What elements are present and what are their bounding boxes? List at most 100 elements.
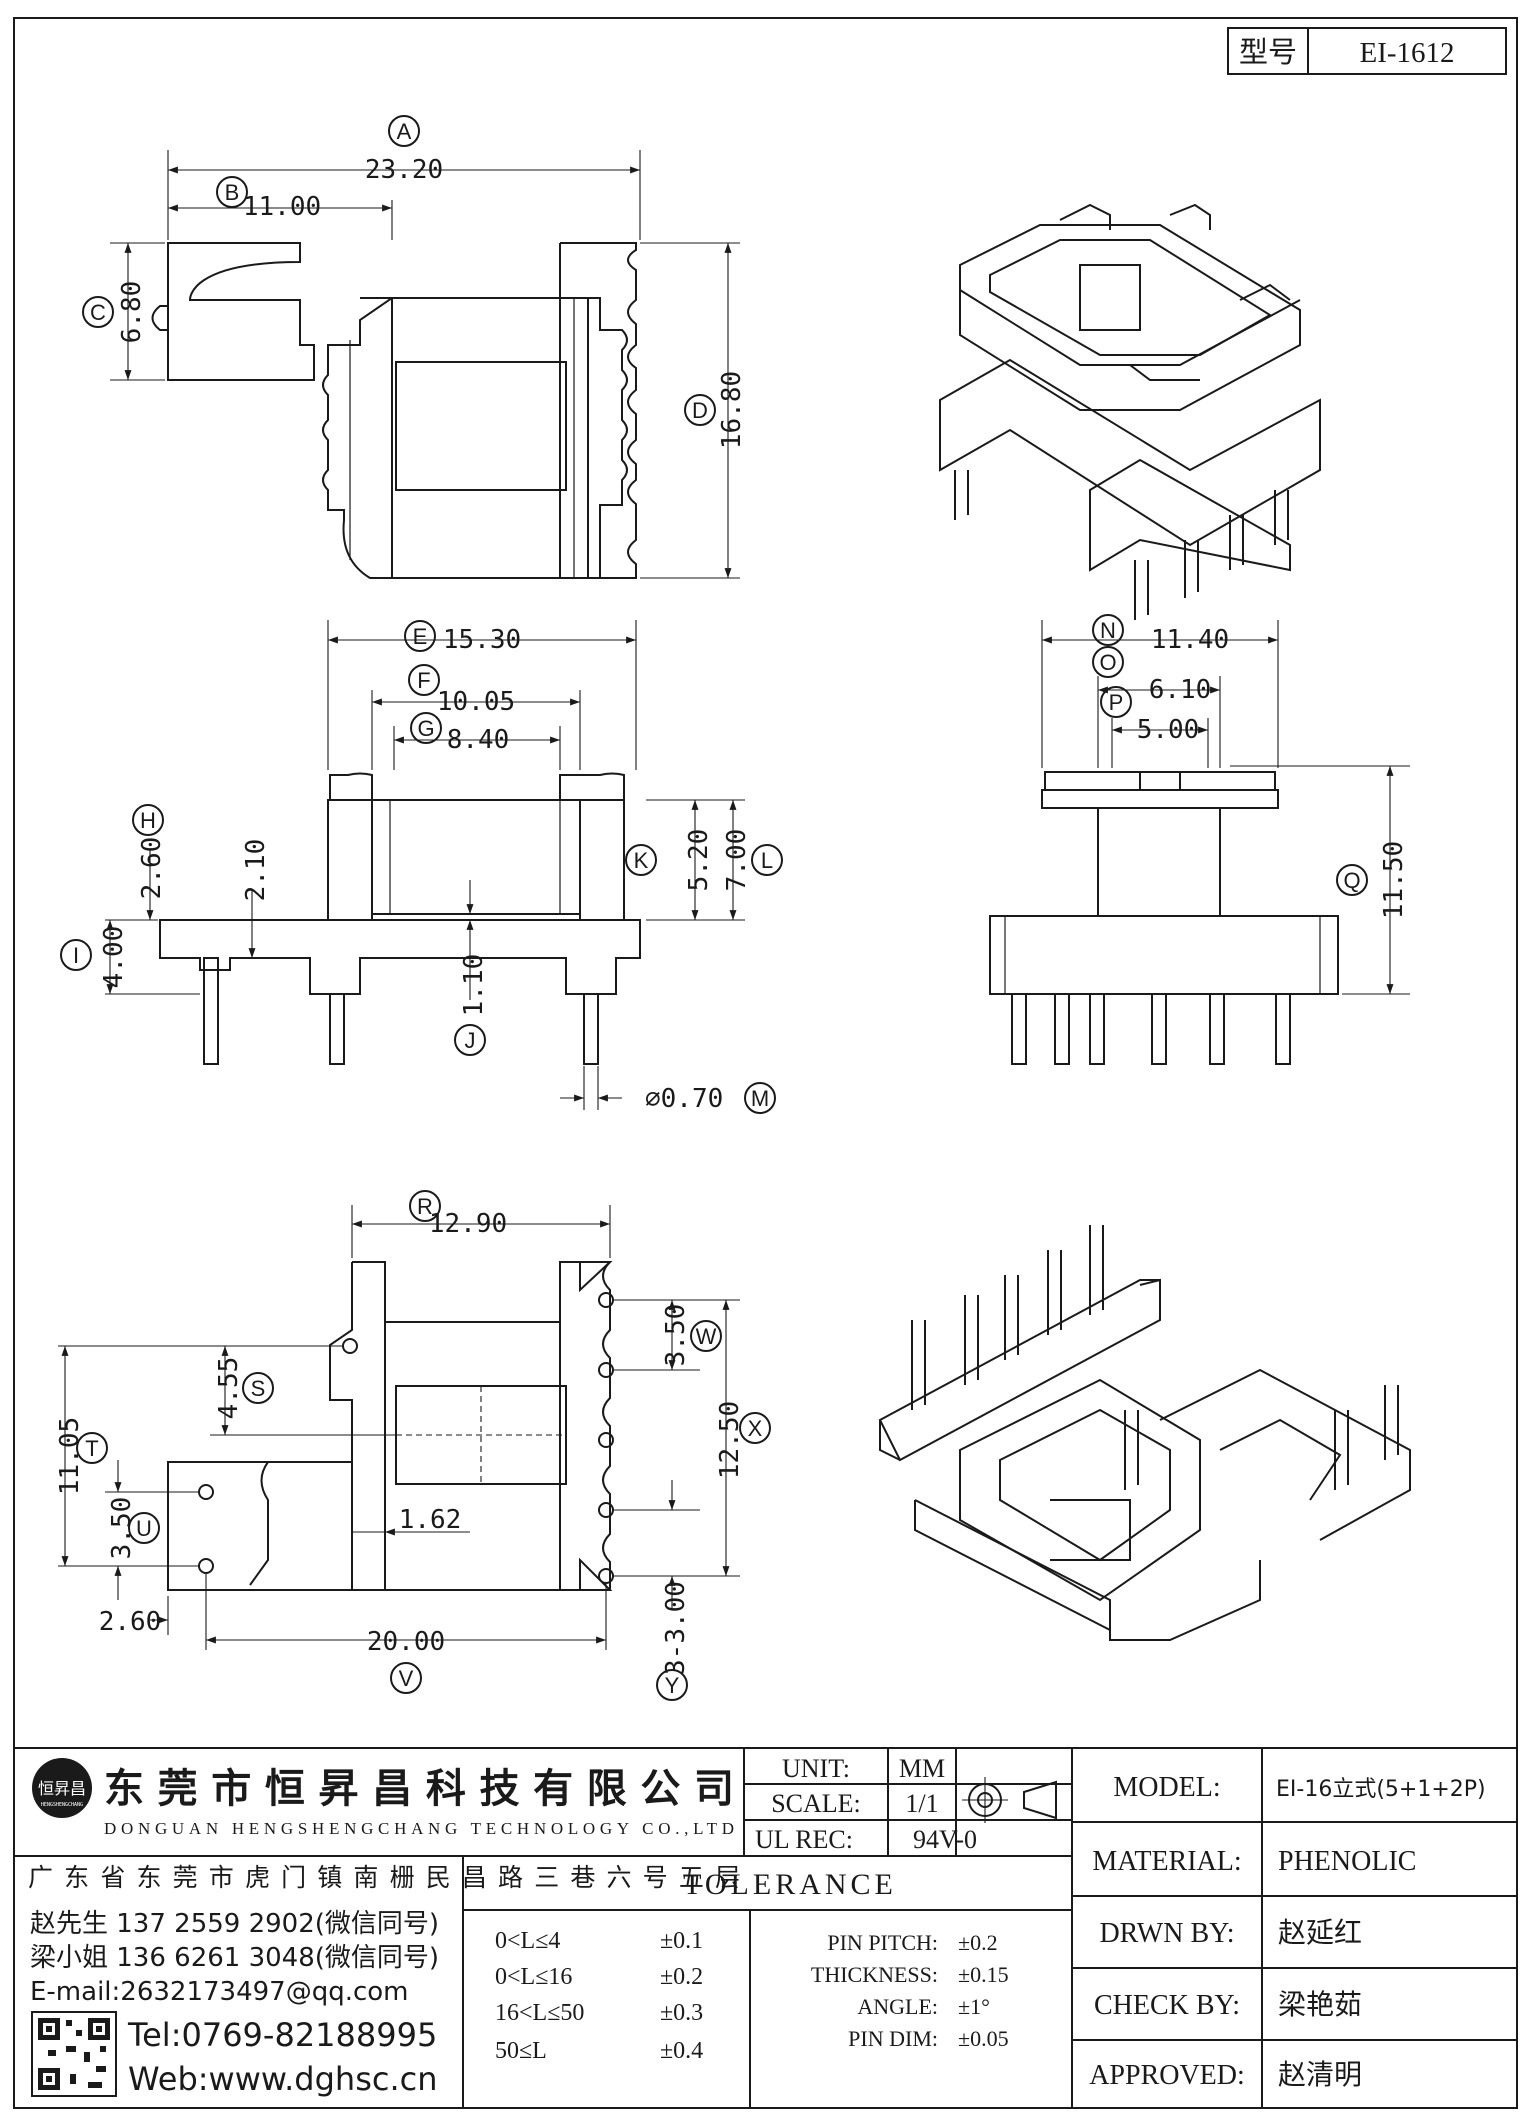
dim-A: 23.20 bbox=[365, 155, 443, 185]
svg-text:K: K bbox=[634, 848, 649, 873]
model-tag-value: EI-1612 bbox=[1359, 37, 1454, 69]
dim-D: 16.80 bbox=[717, 371, 747, 449]
svg-text:W: W bbox=[696, 1324, 717, 1349]
dim-U: 3.50 bbox=[107, 1497, 137, 1560]
dim-P: 5.00 bbox=[1137, 715, 1200, 745]
dim-Z1: 1.62 bbox=[399, 1505, 462, 1535]
end-view-pins bbox=[1011, 993, 1291, 1065]
tolerance-title: TOLERANCE bbox=[683, 1868, 897, 1901]
dim-I: 4.00 bbox=[99, 926, 129, 989]
bubble-N: N bbox=[1092, 614, 1124, 646]
dim-K: 5.20 bbox=[684, 829, 714, 892]
svg-text:O: O bbox=[1099, 650, 1116, 675]
svg-text:H: H bbox=[140, 808, 156, 833]
svg-text:E: E bbox=[413, 624, 428, 649]
projection-symbol-icon bbox=[962, 1777, 1057, 1823]
tol-param-label-4: PIN DIM: bbox=[848, 2026, 938, 2051]
end-view: 11.40 6.10 5.00 11.50 bbox=[989, 620, 1410, 1065]
svg-text:J: J bbox=[465, 1028, 476, 1053]
iso-top-pins bbox=[954, 470, 1289, 620]
dim-X: 12.50 bbox=[715, 1401, 745, 1479]
dim-L: 7.00 bbox=[722, 829, 752, 892]
tol-range-3: 16<L≤50 bbox=[495, 2000, 584, 2026]
info-value-check: 梁艳茹 bbox=[1278, 1988, 1362, 2021]
tol-param-value-4: ±0.05 bbox=[958, 2026, 1009, 2051]
unit-value: MM bbox=[899, 1754, 945, 1783]
bubble-R: R bbox=[409, 1190, 441, 1222]
svg-text:L: L bbox=[761, 848, 773, 873]
scale-label: SCALE: bbox=[771, 1789, 861, 1818]
company-address: 广东省东莞市虎门镇南栅民昌路三巷六号五层 bbox=[28, 1863, 740, 1892]
svg-text:T: T bbox=[85, 1436, 98, 1461]
bubble-J: J bbox=[454, 1024, 486, 1056]
bubble-H: H bbox=[132, 804, 164, 836]
svg-text:I: I bbox=[73, 943, 79, 968]
dim-S: 4.55 bbox=[214, 1357, 244, 1420]
svg-text:D: D bbox=[692, 398, 708, 423]
tol-param-label-1: PIN PITCH: bbox=[827, 1930, 938, 1955]
contact-web: Web:www.dghsc.cn bbox=[128, 2060, 438, 2098]
dim-W: 3.50 bbox=[661, 1304, 691, 1367]
tol-value-4: ±0.4 bbox=[660, 2038, 703, 2064]
info-label-material: MATERIAL: bbox=[1092, 1846, 1241, 1877]
bubble-K: K bbox=[625, 844, 657, 876]
tol-range-1: 0<L≤4 bbox=[495, 1928, 560, 1954]
bubble-C: C bbox=[82, 296, 114, 328]
bubble-W: W bbox=[690, 1320, 722, 1352]
tol-value-3: ±0.3 bbox=[660, 2000, 703, 2026]
info-label-drawn: DRWN BY: bbox=[1099, 1918, 1234, 1949]
dim-O: 6.10 bbox=[1149, 675, 1212, 705]
svg-text:F: F bbox=[417, 668, 430, 693]
company-name-cn: 东莞市恒昇昌科技有限公司 bbox=[104, 1766, 734, 1812]
model-tag-label: 型号 bbox=[1239, 36, 1297, 69]
info-value-approved: 赵清明 bbox=[1278, 2058, 1362, 2091]
contact-email: E-mail:2632173497@qq.com bbox=[30, 1977, 409, 2007]
bubble-M: M bbox=[744, 1082, 776, 1114]
svg-text:R: R bbox=[417, 1194, 433, 1219]
bubble-T: T bbox=[76, 1432, 108, 1464]
svg-text:U: U bbox=[136, 1516, 152, 1541]
dim-V: 20.00 bbox=[367, 1627, 445, 1657]
bubble-Q: Q bbox=[1336, 864, 1368, 896]
dim-B: 11.00 bbox=[243, 192, 321, 222]
tol-param-value-3: ±1° bbox=[958, 1994, 990, 2019]
dim-J: 1.10 bbox=[459, 954, 489, 1017]
tol-param-label-2: THICKNESS: bbox=[811, 1962, 938, 1987]
iso-view-top bbox=[939, 203, 1321, 620]
dim-H: 2.60 bbox=[137, 837, 167, 900]
bubble-Y: Y bbox=[656, 1669, 688, 1701]
info-value-drawn: 赵延红 bbox=[1278, 1916, 1362, 1949]
scale-value: 1/1 bbox=[905, 1789, 938, 1818]
contact-2: 梁小姐 136 6261 3048(微信同号) bbox=[30, 1943, 439, 1973]
svg-text:A: A bbox=[397, 119, 412, 144]
ul-label: UL REC: bbox=[755, 1825, 853, 1854]
bubble-V: V bbox=[390, 1662, 422, 1694]
info-value-material: PHENOLIC bbox=[1278, 1846, 1416, 1877]
svg-text:B: B bbox=[225, 180, 240, 205]
bubble-E: E bbox=[404, 620, 436, 652]
svg-text:S: S bbox=[251, 1376, 266, 1401]
iso-view-bottom bbox=[878, 1225, 1411, 1641]
dim-G: 8.40 bbox=[447, 725, 510, 755]
info-label-model: MODEL: bbox=[1113, 1772, 1220, 1803]
iso-bottom-pins bbox=[911, 1225, 1399, 1490]
unit-label: UNIT: bbox=[782, 1754, 850, 1783]
dim-Z2: 2.60 bbox=[99, 1607, 162, 1637]
svg-text:HENGSHENGCHANG: HENGSHENGCHANG bbox=[41, 1802, 83, 1808]
svg-text:G: G bbox=[417, 716, 434, 741]
model-tag: 型号 EI-1612 bbox=[1227, 27, 1507, 75]
bubble-F: F bbox=[408, 664, 440, 696]
company-logo-icon: 恒昇昌 HENGSHENGCHANG bbox=[32, 1758, 92, 1818]
dim-C: 6.80 bbox=[117, 281, 147, 344]
dim-N: 11.40 bbox=[1151, 625, 1229, 655]
svg-text:X: X bbox=[748, 1416, 763, 1441]
outer-border bbox=[13, 17, 1518, 2109]
info-label-approved: APPROVED: bbox=[1089, 2060, 1245, 2091]
bubble-A: A bbox=[388, 115, 420, 147]
company-name-en: DONGUAN HENGSHENGCHANG TECHNOLOGY CO.,LT… bbox=[104, 1819, 734, 1838]
svg-text:V: V bbox=[399, 1666, 414, 1691]
svg-text:C: C bbox=[90, 300, 106, 325]
dim-R: 12.90 bbox=[429, 1209, 507, 1239]
svg-text:N: N bbox=[1100, 618, 1116, 643]
